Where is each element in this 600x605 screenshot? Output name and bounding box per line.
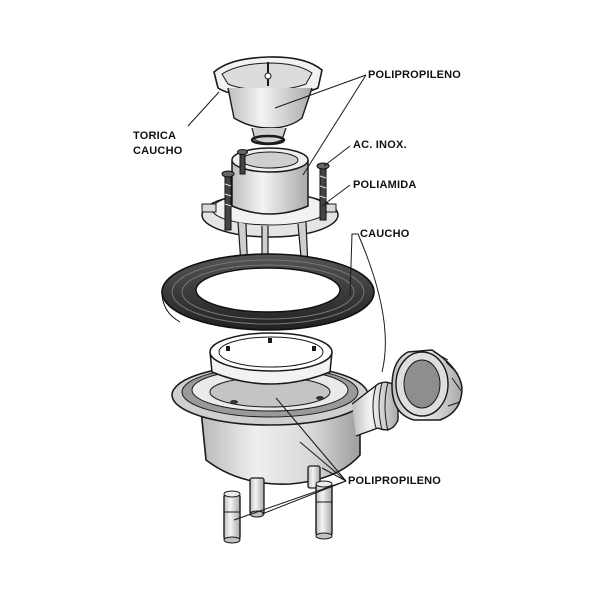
label-caucho-gasket: CAUCHO [360, 228, 410, 240]
leader-line [349, 233, 358, 297]
leader-line [357, 233, 386, 373]
leader-line [302, 74, 367, 176]
steel-screw [221, 170, 235, 231]
drain-body [171, 364, 399, 518]
leader-line [299, 441, 347, 482]
label-ac-inox: AC. INOX. [353, 139, 407, 151]
leader-line [275, 397, 347, 482]
leader-line [321, 184, 351, 207]
leader-line [323, 145, 351, 167]
grate-holder [201, 147, 339, 279]
strainer-cup [213, 56, 323, 144]
outlet-nut [391, 349, 463, 421]
leader-line [187, 91, 220, 127]
plug-spigot [315, 480, 333, 540]
label-polipropileno-bottom: POLIPROPILENO [348, 475, 442, 487]
label-poliamida: POLIAMIDA [353, 179, 417, 191]
polypropylene-ring [209, 332, 333, 385]
leader-line [274, 74, 367, 109]
label-torica: TORICA [133, 130, 177, 142]
label-caucho-oring: CAUCHO [133, 145, 183, 157]
leader-line [233, 480, 347, 521]
o-ring-torica [250, 134, 286, 146]
leader-line [321, 467, 347, 482]
label-polipropileno-top: POLIPROPILENO [368, 69, 462, 81]
leader-line [261, 480, 347, 515]
plug-spigot [223, 490, 241, 544]
steel-screw [237, 149, 248, 175]
rubber-gasket [161, 253, 375, 331]
